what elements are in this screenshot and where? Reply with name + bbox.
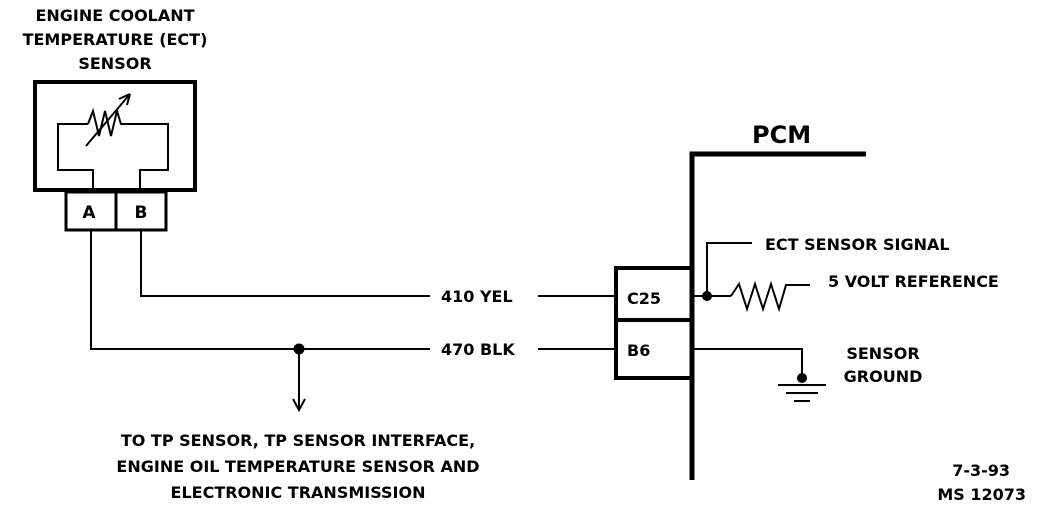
sensor-pin-a-label: A [82,203,96,223]
diagram-date: 7-3-93 [952,461,1010,480]
sensor-internal-loop [57,123,169,190]
ect-sensor-signal-label: ECT SENSOR SIGNAL [765,235,950,254]
pcm-pin-c25-label: C25 [627,289,661,308]
sensor-title-line3: SENSOR [78,54,151,73]
pcm-label: PCM [752,121,811,149]
thermistor-arrow [85,93,131,147]
branch-note-line1: TO TP SENSOR, TP SENSOR INTERFACE, [121,431,475,450]
five-volt-reference-label: 5 VOLT REFERENCE [828,272,999,291]
branch-arrow-icon [292,398,306,413]
sensor-title-line2: TEMPERATURE (ECT) [23,30,208,49]
pull-up-resistor [730,280,810,313]
sensor-title-line1: ENGINE COOLANT [35,6,194,25]
wire-470-blk-label: 470 BLK [441,340,515,359]
sensor-pin-b-label: B [135,203,148,223]
wire-410-yel-left [140,230,430,297]
pcm-pin-b6-label: B6 [627,341,650,360]
wire-470-blk-left [90,230,430,350]
pcm-boundary [689,151,866,480]
diagram-reference-number: MS 12073 [937,485,1026,504]
thermistor-zigzag [87,107,125,137]
branch-note-line3: ELECTRONIC TRANSMISSION [171,483,426,502]
branch-note-line2: ENGINE OIL TEMPERATURE SENSOR AND [116,457,479,476]
sensor-ground-line2: GROUND [844,367,923,386]
ground-symbol-icon [778,384,826,402]
ground-wire [692,348,803,378]
wire-410-yel-label: 410 YEL [441,287,513,306]
sensor-housing [33,80,197,192]
ground-node [797,373,807,383]
pcm-signal-tap [706,242,752,296]
sensor-ground-line1: SENSOR [846,344,919,363]
